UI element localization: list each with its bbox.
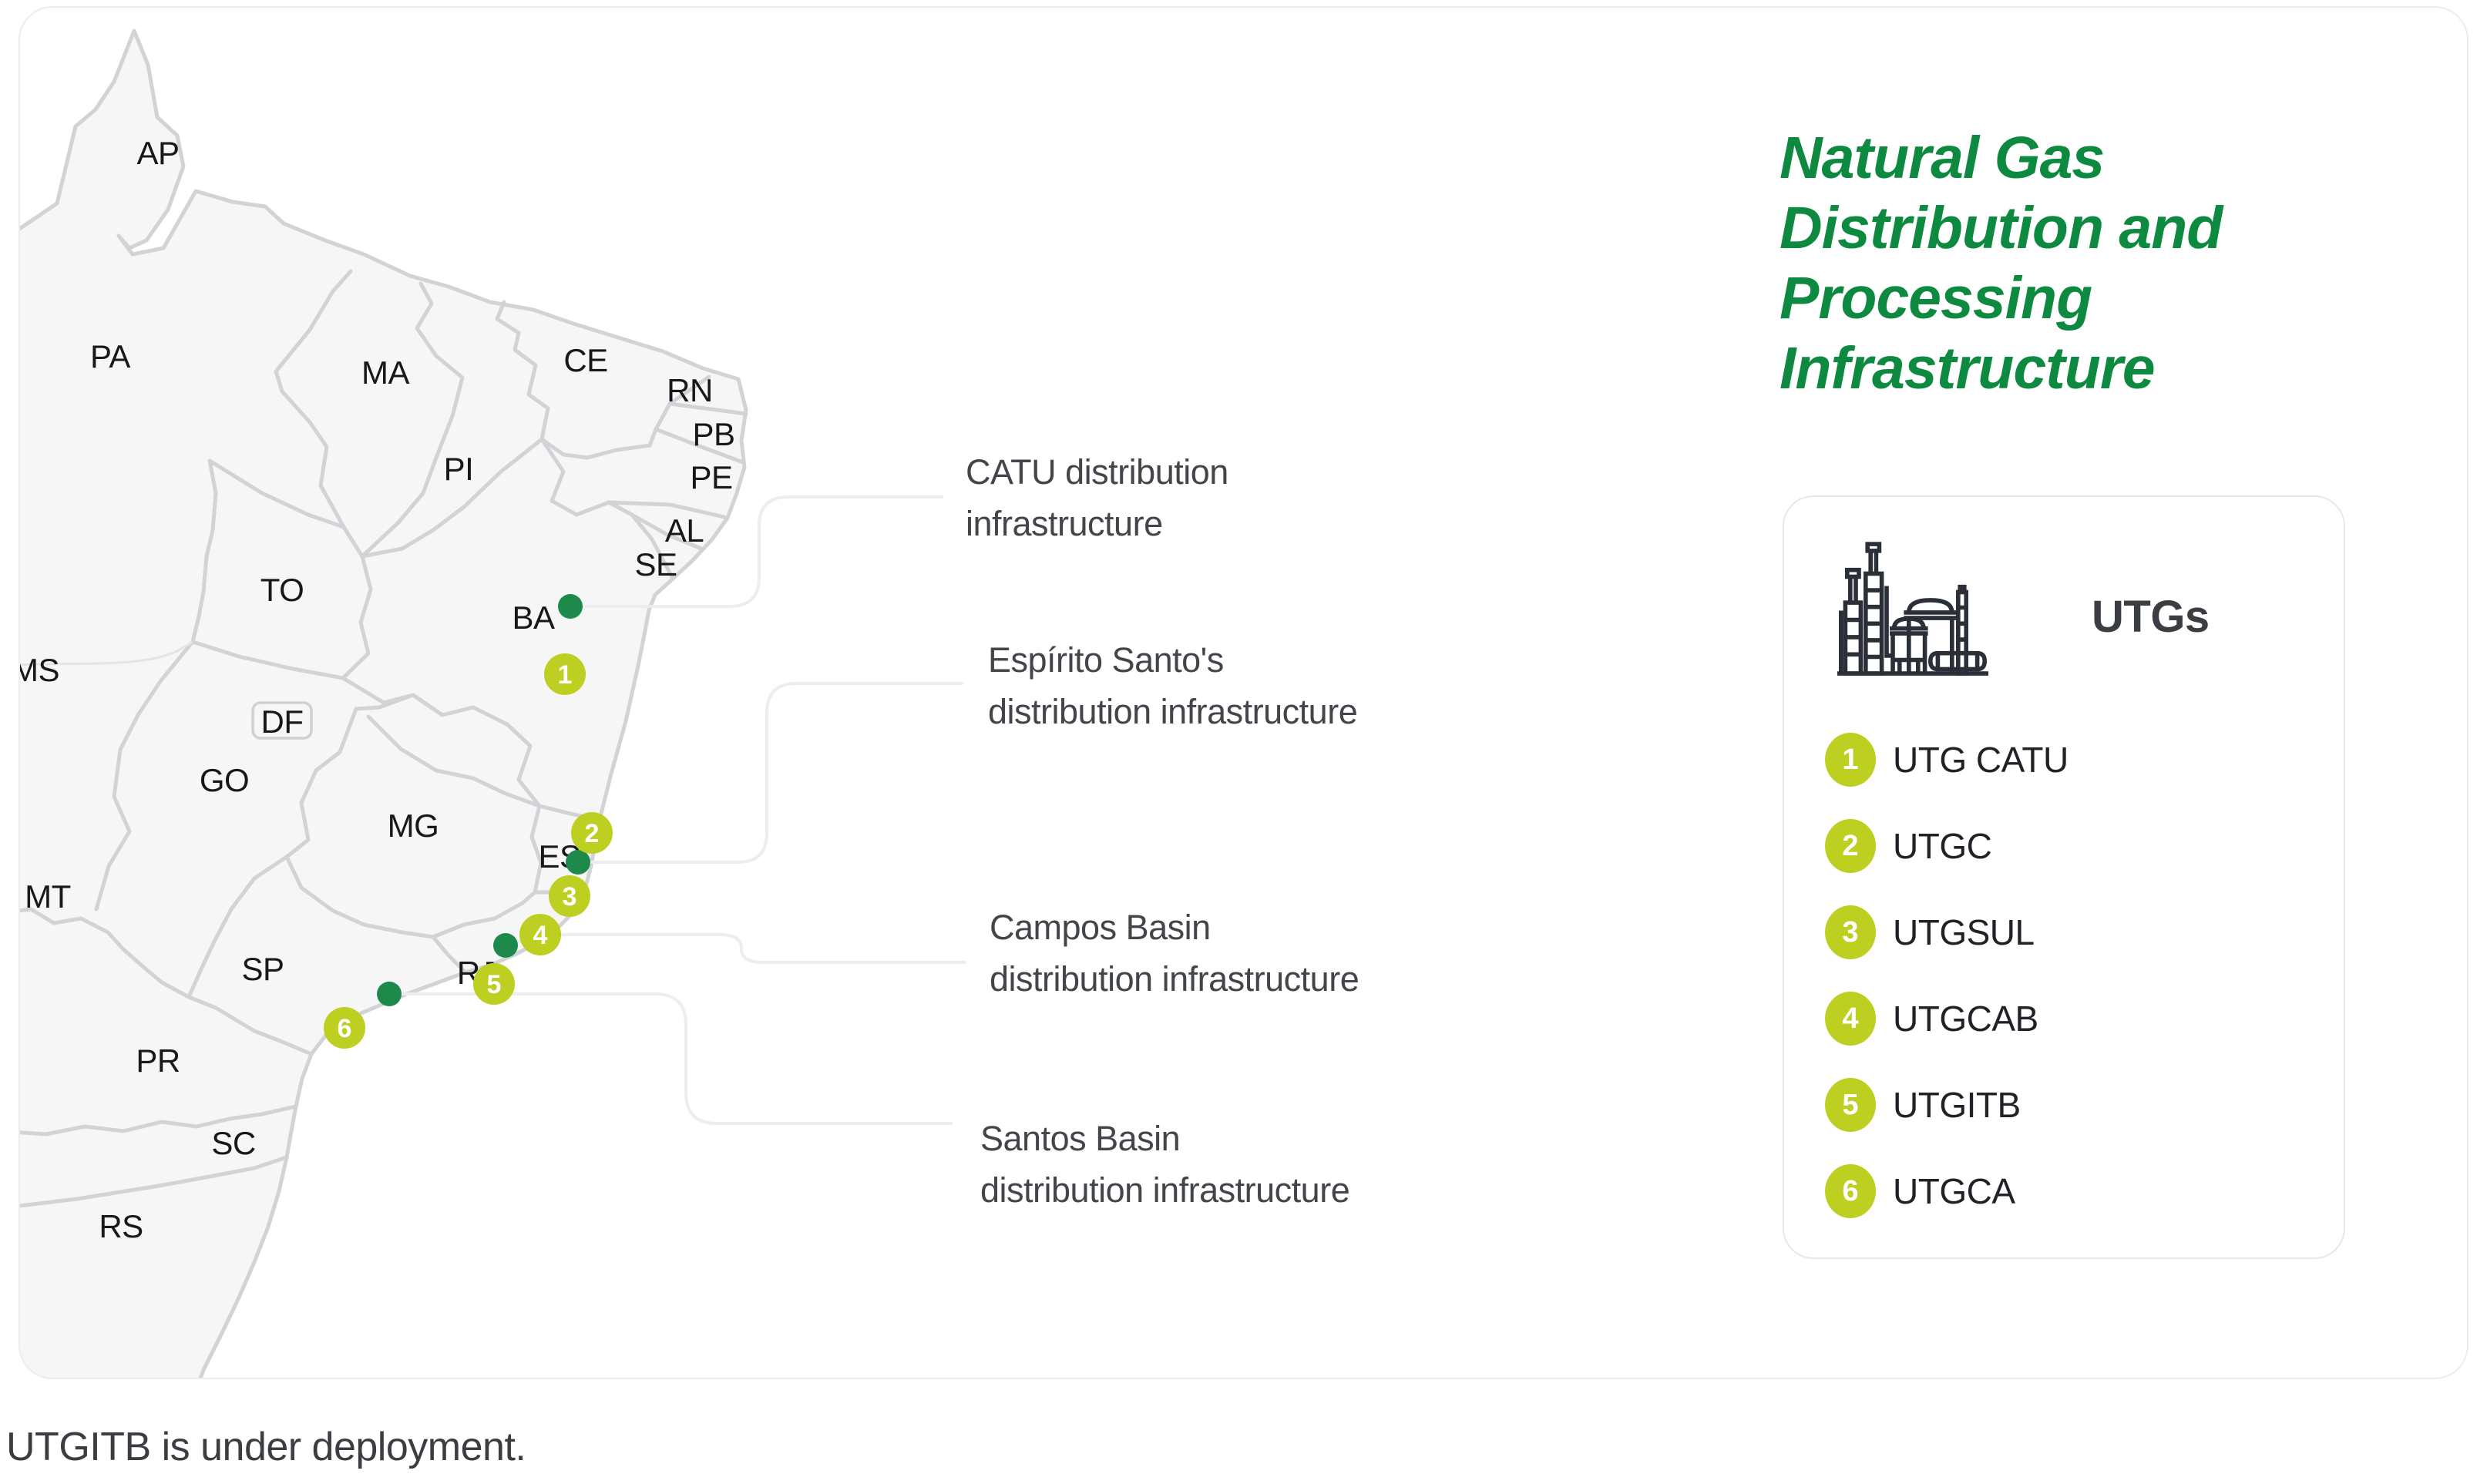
legend-number-badge: 6	[1825, 1164, 1876, 1218]
espirito-leader-line	[578, 683, 962, 862]
marker-number: 1	[558, 660, 573, 690]
gas-plant-icon	[1837, 542, 1988, 676]
map-marker-6: 6	[324, 1007, 365, 1049]
annotation-0: CATU distribution infrastructure	[966, 446, 1228, 549]
campos-dot	[493, 933, 518, 958]
state-label-rn: RN	[667, 372, 713, 408]
state-label-df: DF	[261, 703, 304, 740]
santos-leader-line	[389, 994, 951, 1123]
title-line: Natural Gas	[1780, 125, 2105, 191]
state-borders	[0, 271, 746, 1208]
annotation-2: Campos Basin distribution infrastructure	[990, 901, 1359, 1005]
state-label-ma: MA	[361, 354, 409, 391]
annotation-line: Santos Basin	[980, 1119, 1181, 1158]
utg-markers: 1 2 34 5 6	[324, 653, 613, 1049]
state-label-sp: SP	[241, 951, 284, 987]
map-marker-1: 1	[544, 653, 586, 695]
footnote: UTGITB is under deployment.	[6, 1425, 526, 1469]
legend-item-utgc: 2 UTGC	[1825, 819, 1992, 873]
legend-item-utg-catu: 1 UTG CATU	[1825, 733, 2069, 787]
state-label-se: SE	[634, 546, 677, 583]
legend-heading: UTGs	[2092, 592, 2210, 642]
legend-number-badge: 4	[1825, 992, 1876, 1046]
state-label-pb: PB	[692, 416, 734, 452]
state-label-go: GO	[200, 762, 249, 798]
map-marker-5: 5	[473, 963, 515, 1005]
marker-circle	[519, 914, 561, 955]
marker-number: 3	[563, 882, 577, 912]
annotation-line: distribution infrastructure	[988, 692, 1358, 731]
title-line: Processing	[1780, 265, 2092, 331]
utg-legend-card: UTGs 1 UTG CATU 2 UTGC 3 UTGSUL 4 UTGCAB 5 UTGITB…	[1783, 495, 2345, 1259]
state-label-pi: PI	[444, 451, 474, 487]
legend-number-badge: 2	[1825, 819, 1876, 873]
state-label-ba: BA	[512, 599, 555, 636]
title-line: Distribution and	[1780, 195, 2223, 261]
catu-dot	[558, 594, 583, 619]
santos-dot	[377, 982, 402, 1006]
campos-leader-line	[506, 935, 965, 962]
marker-number: 6	[338, 1014, 352, 1043]
map-marker-4: 4	[519, 914, 561, 955]
legend-item-label: UTGITB	[1893, 1085, 2021, 1125]
legend-item-utgsul: 3 UTGSUL	[1825, 905, 2035, 959]
marker-circle	[324, 1007, 365, 1049]
brazil-landmass	[0, 31, 746, 1396]
espirito-santo-dot	[566, 850, 590, 875]
legend-item-label: UTG CATU	[1893, 740, 2069, 780]
state-label-pa: PA	[90, 338, 130, 374]
map-marker-2: 2	[571, 812, 613, 854]
page-title: Natural Gas Distribution and Processing …	[1780, 123, 2365, 404]
marker-circle	[571, 812, 613, 854]
state-label-rs: RS	[99, 1208, 143, 1244]
annotation-line: distribution infrastructure	[990, 959, 1359, 999]
state-label-pr: PR	[136, 1042, 180, 1079]
marker-number: 2	[585, 819, 600, 848]
legend-number-badge: 5	[1825, 1078, 1876, 1132]
legend-item-label: UTGCA	[1893, 1171, 2015, 1211]
state-label-sc: SC	[211, 1125, 255, 1161]
annotation-1: Espírito Santo's distribution infrastruct…	[988, 634, 1358, 737]
title-line: Infrastructure	[1780, 335, 2156, 401]
state-label-mg: MG	[388, 807, 439, 844]
legend-item-label: UTGCAB	[1893, 999, 2038, 1039]
state-label-ap: AP	[136, 135, 179, 171]
legend-item-utgca: 6 UTGCA	[1825, 1164, 2015, 1218]
annotation-3: Santos Basin distribution infrastructure	[980, 1113, 1350, 1216]
state-label-pe: PE	[690, 459, 732, 495]
state-label-mt: MT	[25, 878, 71, 915]
annotation-line: distribution infrastructure	[980, 1170, 1350, 1210]
marker-circle	[473, 963, 515, 1005]
annotation-line: CATU distribution	[966, 452, 1228, 492]
legend-item-label: UTGSUL	[1893, 912, 2035, 952]
map-marker-3: 3	[549, 875, 590, 917]
annotation-line: Espírito Santo's	[988, 640, 1224, 680]
catu-leader-line	[570, 497, 942, 606]
annotation-line: infrastructure	[966, 504, 1163, 543]
marker-number: 5	[487, 970, 502, 999]
legend-item-utgitb: 5 UTGITB	[1825, 1078, 2021, 1132]
annotation-line: Campos Basin	[990, 908, 1211, 947]
state-label-ce: CE	[563, 342, 607, 378]
state-label-al: AL	[665, 512, 704, 549]
marker-number: 4	[533, 921, 548, 950]
legend-number-badge: 1	[1825, 733, 1876, 787]
marker-circle	[544, 653, 586, 695]
df-state-box	[253, 703, 311, 738]
legend-item-utgcab: 4 UTGCAB	[1825, 992, 2038, 1046]
legend-number-badge: 3	[1825, 905, 1876, 959]
legend-item-label: UTGC	[1893, 826, 1992, 866]
infrastructure-dots	[377, 594, 590, 1006]
marker-circle	[549, 875, 590, 917]
state-label-to: TO	[260, 572, 304, 608]
